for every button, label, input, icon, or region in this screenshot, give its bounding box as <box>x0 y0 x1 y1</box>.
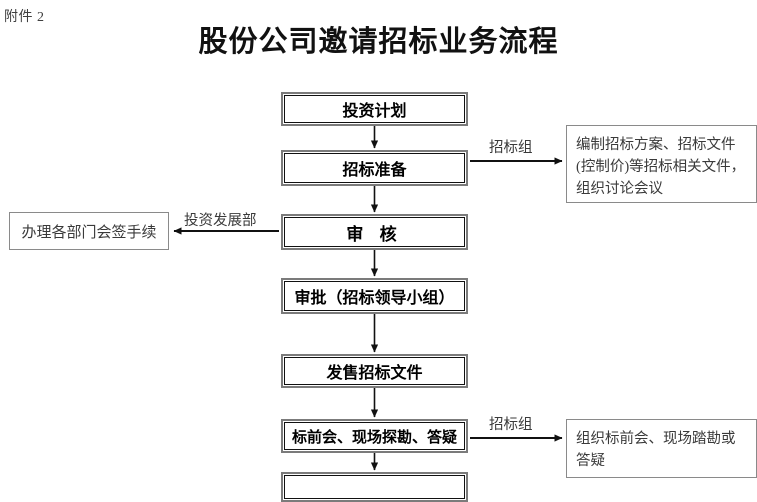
flow-node-issue-tender-docs[interactable]: 发售招标文件 <box>281 354 468 388</box>
note-line: 组织标前会、现场踏勘或 <box>576 431 736 447</box>
flow-node-label: 招标准备 <box>342 162 407 179</box>
page-title: 股份公司邀请招标业务流程 <box>198 26 559 58</box>
edge-label-tender-group-bottom: 招标组 <box>489 417 533 433</box>
flow-node-label: 标前会、现场探勘、答疑 <box>291 429 457 446</box>
flow-node-label: 审 核 <box>346 224 403 244</box>
flow-node-label: 发售招标文件 <box>326 365 423 382</box>
side-box-label: 办理各部门会签手续 <box>21 224 157 241</box>
side-box-countersign-procedures[interactable]: 办理各部门会签手续 <box>9 212 169 250</box>
flow-node-label: 审批（招标领导小组） <box>294 290 455 307</box>
edge-label-investment-dept: 投资发展部 <box>184 213 257 229</box>
note-box-tender-prep: 编制招标方案、招标文件 (控制价)等招标相关文件， 组织讨论会议 <box>566 125 757 203</box>
flow-node-review[interactable]: 审 核 <box>281 214 468 250</box>
flow-node-investment-plan[interactable]: 投资计划 <box>281 92 468 126</box>
flowchart-canvas: 附件 2 股份公司邀请招标业务流程 投资计划 招标准备 审 核 <box>4 10 757 502</box>
box-inner-rule <box>284 475 465 499</box>
flow-node-tender-preparation[interactable]: 招标准备 <box>281 150 468 186</box>
note-box-pre-bid: 组织标前会、现场踏勘或 答疑 <box>566 419 757 478</box>
flow-node-pre-bid-meeting[interactable]: 标前会、现场探勘、答疑 <box>281 419 468 453</box>
edge-label-tender-group-top: 招标组 <box>489 140 533 156</box>
attachment-label: 附件 2 <box>4 10 45 25</box>
note-line: 答疑 <box>576 453 605 469</box>
note-line: 编制招标方案、招标文件 <box>576 137 736 153</box>
note-line: (控制价)等招标相关文件， <box>576 159 746 175</box>
flow-node-label: 投资计划 <box>342 103 407 120</box>
flow-node-approval[interactable]: 审批（招标领导小组） <box>281 278 468 314</box>
note-line: 组织讨论会议 <box>576 181 663 197</box>
flow-node-next-step-partial[interactable] <box>281 472 468 502</box>
